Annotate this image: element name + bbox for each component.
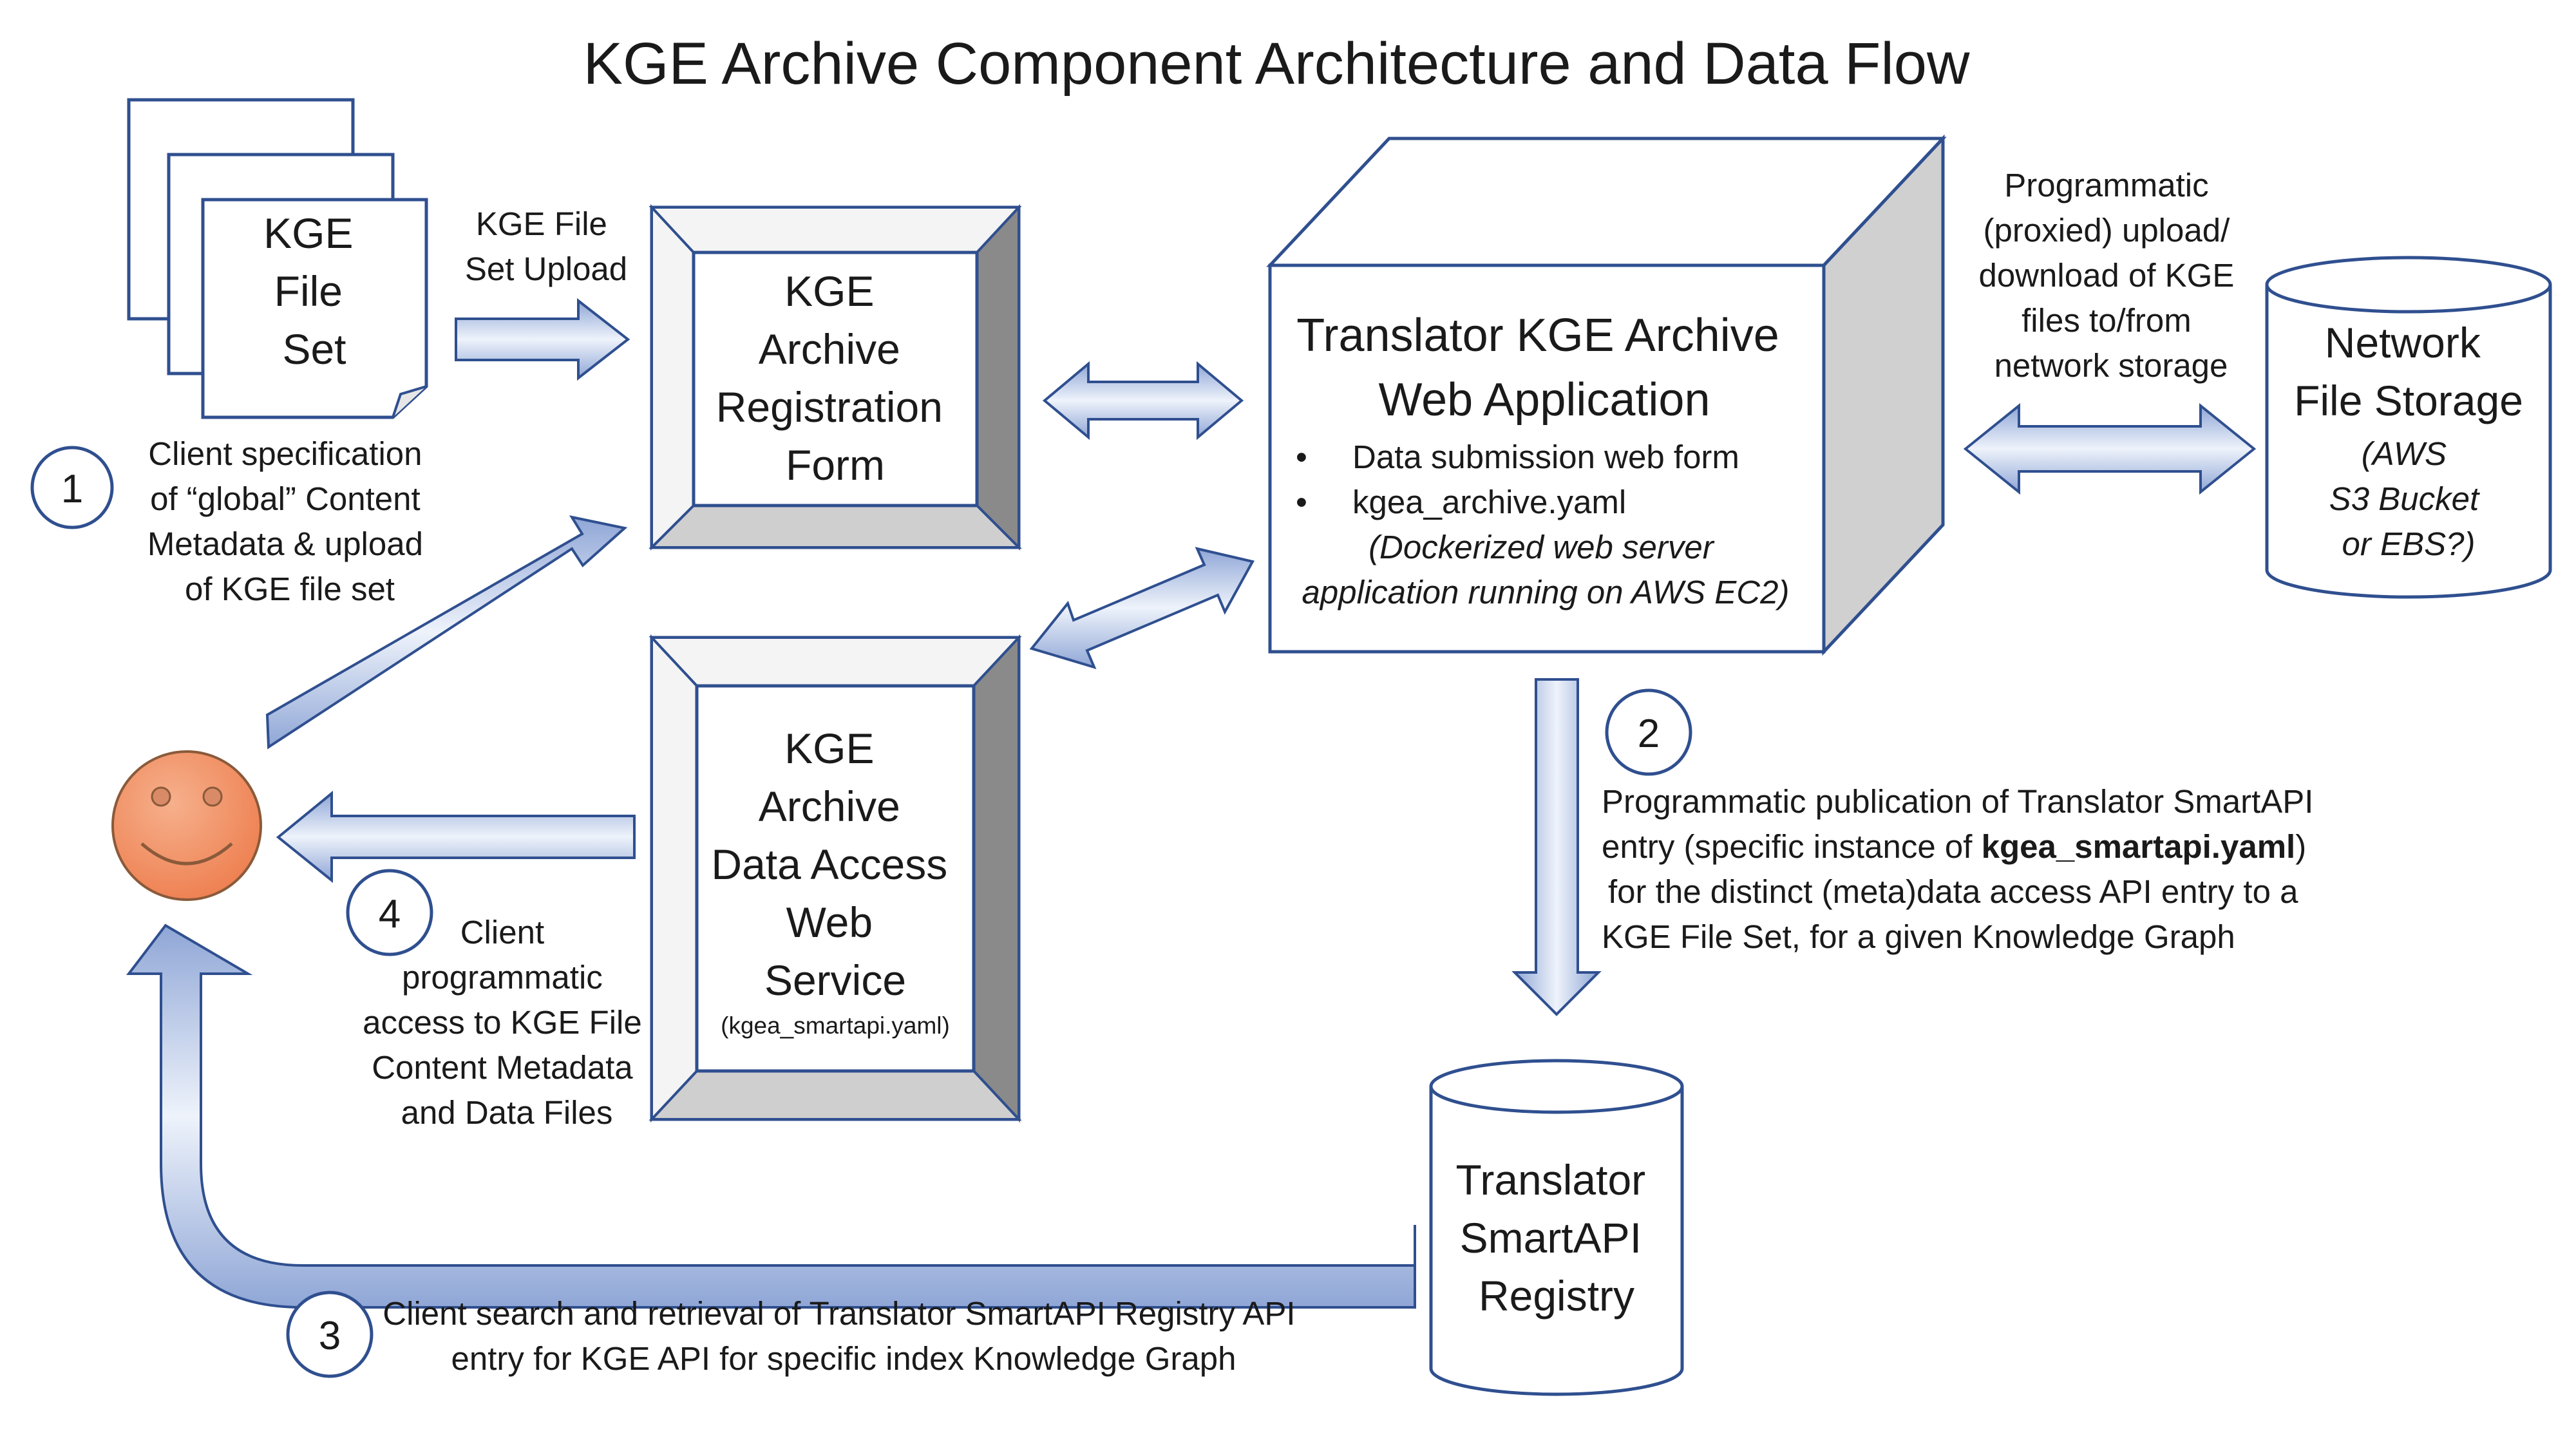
smartapi-registry-cylinder (1429, 1059, 1684, 1396)
registration-form-label: KGE Archive Registration Form (716, 267, 955, 489)
client-smiley-icon (111, 750, 262, 901)
dataaccess-client-arrow (276, 790, 636, 884)
upload-arrow (455, 298, 630, 381)
step-2-line-3: for the distinct (meta)data access API e… (1608, 873, 2298, 910)
step-1-description: Client specification of “global” Content… (147, 435, 432, 607)
step-2-number: 2 (1638, 712, 1660, 756)
web-application-note: (Dockerized web server application runni… (1302, 529, 1790, 611)
web-application-title: Translator KGE Archive Web Application (1296, 310, 1792, 426)
step-3-description: Client search and retrieval of Translato… (383, 1295, 1304, 1377)
data-access-service-spec: (kgea_smartapi.yaml) (721, 1012, 950, 1039)
step-4-number: 4 (379, 892, 401, 936)
web-application-bullet-marker: • (1296, 439, 1307, 475)
step-2-line-2: entry (specific instance of kgea_smartap… (1602, 828, 2306, 865)
step-1-number: 1 (61, 467, 83, 511)
web-application-bullet-2: kgea_archive.yaml (1352, 484, 1626, 520)
step-2-line-4: KGE File Set, for a given Knowledge Grap… (1602, 918, 2235, 955)
registration-form-box (649, 204, 1022, 551)
web-application-bullet-marker: • (1296, 484, 1307, 520)
file-set-icon (127, 98, 428, 419)
network-storage-label: Network File Storage (2294, 319, 2523, 424)
storage-link-label: Programmatic (proxied) upload/ download … (1978, 167, 2243, 384)
diagram-title: KGE Archive Component Architecture and D… (583, 31, 1970, 97)
step-3-marker (286, 1291, 374, 1378)
network-storage-note: (AWS S3 Bucket or EBS?) (2329, 435, 2488, 562)
form-webapp-arrow (1042, 361, 1244, 440)
network-storage-cylinder (2265, 256, 2552, 599)
smartapi-registry-label: Translator SmartAPI Registry (1456, 1156, 1658, 1320)
data-access-service-label: KGE Archive Data Access Web Service (711, 724, 959, 1004)
webapp-storage-arrow (1963, 402, 2257, 495)
client-form-arrow (265, 515, 628, 750)
data-access-service-box (649, 634, 1022, 1123)
step-4-description: Client programmatic access to KGE File C… (363, 914, 651, 1131)
dataaccess-webapp-arrow (1029, 547, 1255, 670)
step-3-number: 3 (319, 1314, 341, 1358)
step-1-marker (30, 446, 114, 529)
file-set-label: KGE File Set (263, 209, 365, 373)
web-application-box (1266, 134, 1947, 656)
web-application-bullet-1: Data submission web form (1352, 439, 1739, 475)
step-2-line-1: Programmatic publication of Translator S… (1602, 783, 2313, 820)
registry-client-arrow (126, 923, 1416, 1309)
step-4-marker (346, 869, 433, 956)
step-2-marker (1605, 688, 1692, 776)
webapp-registry-arrow (1511, 678, 1602, 1016)
upload-arrow-label: KGE File Set Upload (465, 205, 627, 287)
